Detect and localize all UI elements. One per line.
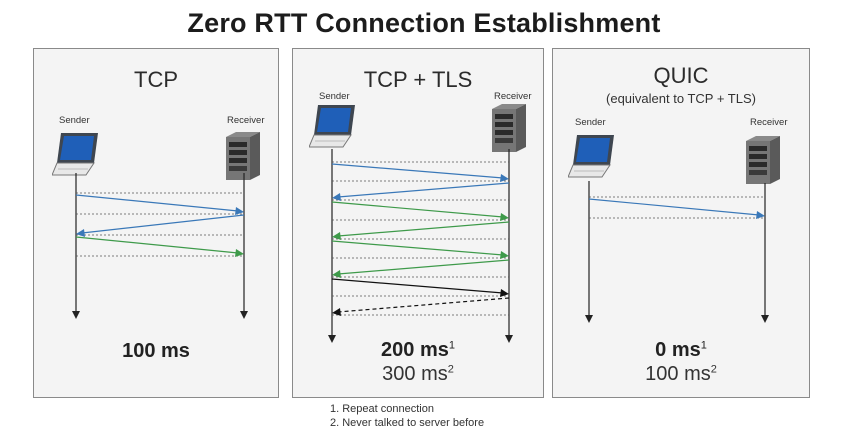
diagram-title: Zero RTT Connection Establishment (187, 8, 661, 38)
tcp-tls-result-first: 300 ms2 (382, 363, 454, 385)
tcp-result: 100 ms (122, 340, 190, 362)
server-icon (490, 103, 528, 153)
quic-receiver-label: Receiver (750, 117, 788, 128)
sender-lifeline-arrowhead (585, 315, 593, 323)
syn-arrowhead (235, 207, 244, 215)
tcp-receiver-label: Receiver (227, 115, 265, 126)
tls-response-arrowhead (332, 232, 341, 240)
tcp-panel: TCP Sender Receiver (33, 48, 279, 398)
laptop-icon (52, 131, 100, 177)
syn-arrow (331, 163, 504, 179)
tls-finished-arrowhead (332, 270, 341, 278)
ack-arrow (75, 236, 239, 254)
tcp-tls-result-repeat: 200 ms1 (381, 339, 455, 361)
tls-request-arrow (331, 240, 504, 256)
tls-request-arrowhead (500, 251, 509, 259)
footnote-1: 1. Repeat connection (330, 403, 434, 415)
zero-rtt-request-arrow (588, 198, 760, 216)
footnotes: 1. Repeat connection 2. Never talked to … (330, 402, 484, 430)
tcp-tls-sequence (328, 149, 513, 343)
data-response-arrow (337, 297, 510, 313)
quic-sequence (585, 181, 769, 323)
receiver-lifeline-arrowhead (505, 335, 513, 343)
syn-ack-arrow (81, 214, 245, 234)
zero-rtt-request-arrowhead (756, 211, 765, 219)
server-icon (224, 131, 262, 181)
quic-panel-subtitle: (equivalent to TCP + TLS) (606, 91, 756, 106)
laptop-icon (309, 103, 357, 149)
server-icon (744, 135, 782, 185)
ack-arrowhead (235, 249, 244, 257)
ack-arrowhead (500, 213, 509, 221)
receiver-lifeline-arrowhead (761, 315, 769, 323)
quic-panel: QUIC (equivalent to TCP + TLS) Sender Re… (552, 48, 810, 398)
ack-arrow (331, 201, 504, 218)
syn-arrow (75, 194, 239, 212)
syn-ack-arrowhead (332, 193, 341, 201)
sender-lifeline-arrowhead (72, 311, 80, 319)
sender-lifeline-arrowhead (328, 335, 336, 343)
tls-finished-arrow (337, 259, 510, 275)
tcp-sender-label: Sender (59, 115, 90, 126)
footnote-2: 2. Never talked to server before (330, 417, 485, 429)
tls-response-arrow (337, 221, 510, 237)
laptop-icon (568, 133, 616, 179)
quic-result-first: 100 ms2 (645, 363, 717, 385)
tcp-tls-sender-label: Sender (319, 91, 350, 102)
syn-arrowhead (500, 174, 509, 182)
tcp-panel-title: TCP (134, 67, 178, 92)
tcp-tls-panel: TCP + TLS Sender Receiver (292, 48, 544, 398)
tcp-sequence (72, 173, 248, 319)
quic-result-repeat: 0 ms1 (655, 339, 707, 361)
syn-ack-arrow (337, 182, 510, 198)
tcp-tls-receiver-label: Receiver (494, 91, 532, 102)
tcp-tls-panel-title: TCP + TLS (363, 67, 473, 92)
quic-panel-title: QUIC (653, 63, 709, 88)
syn-ack-arrowhead (76, 229, 85, 237)
receiver-lifeline-arrowhead (240, 311, 248, 319)
quic-sender-label: Sender (575, 117, 606, 128)
data-request-arrow (331, 278, 504, 294)
data-response-arrowhead (332, 308, 341, 316)
data-request-arrowhead (500, 289, 509, 297)
